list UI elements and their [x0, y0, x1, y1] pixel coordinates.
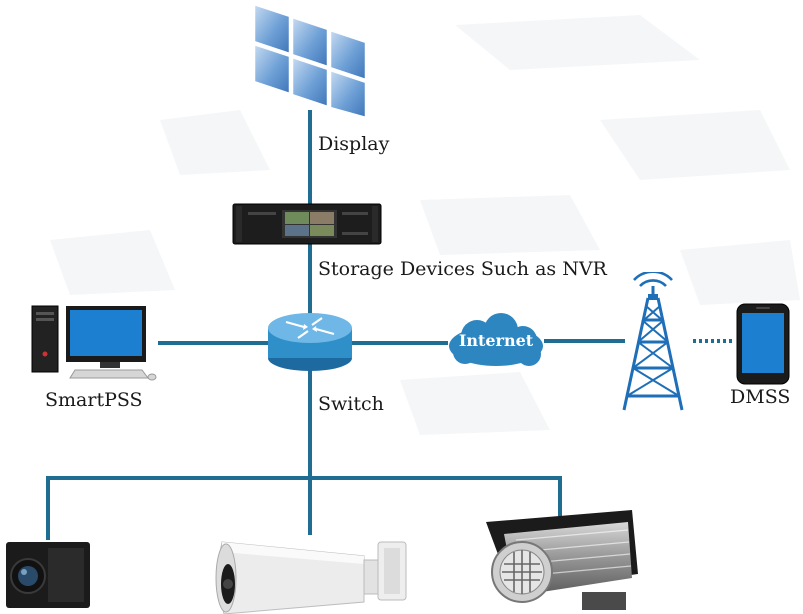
display-label: Display — [318, 133, 390, 155]
box-camera-icon — [6, 542, 90, 608]
pc-icon — [31, 305, 157, 381]
bullet-camera-icon — [215, 541, 407, 614]
phone-icon — [736, 303, 790, 385]
switch-icon — [268, 313, 352, 371]
switch-label: Switch — [318, 393, 384, 415]
dmss-label: DMSS — [730, 386, 791, 408]
nvr-icon — [232, 203, 382, 245]
smartpss-label: SmartPSS — [45, 389, 143, 411]
tower-icon — [622, 272, 684, 411]
video-wall-icon — [252, 2, 368, 118]
cloud-icon: Internet — [445, 312, 547, 374]
housing-camera-icon — [486, 510, 638, 610]
internet-label: Internet — [458, 331, 534, 350]
storage-label: Storage Devices Such as NVR — [318, 258, 607, 280]
